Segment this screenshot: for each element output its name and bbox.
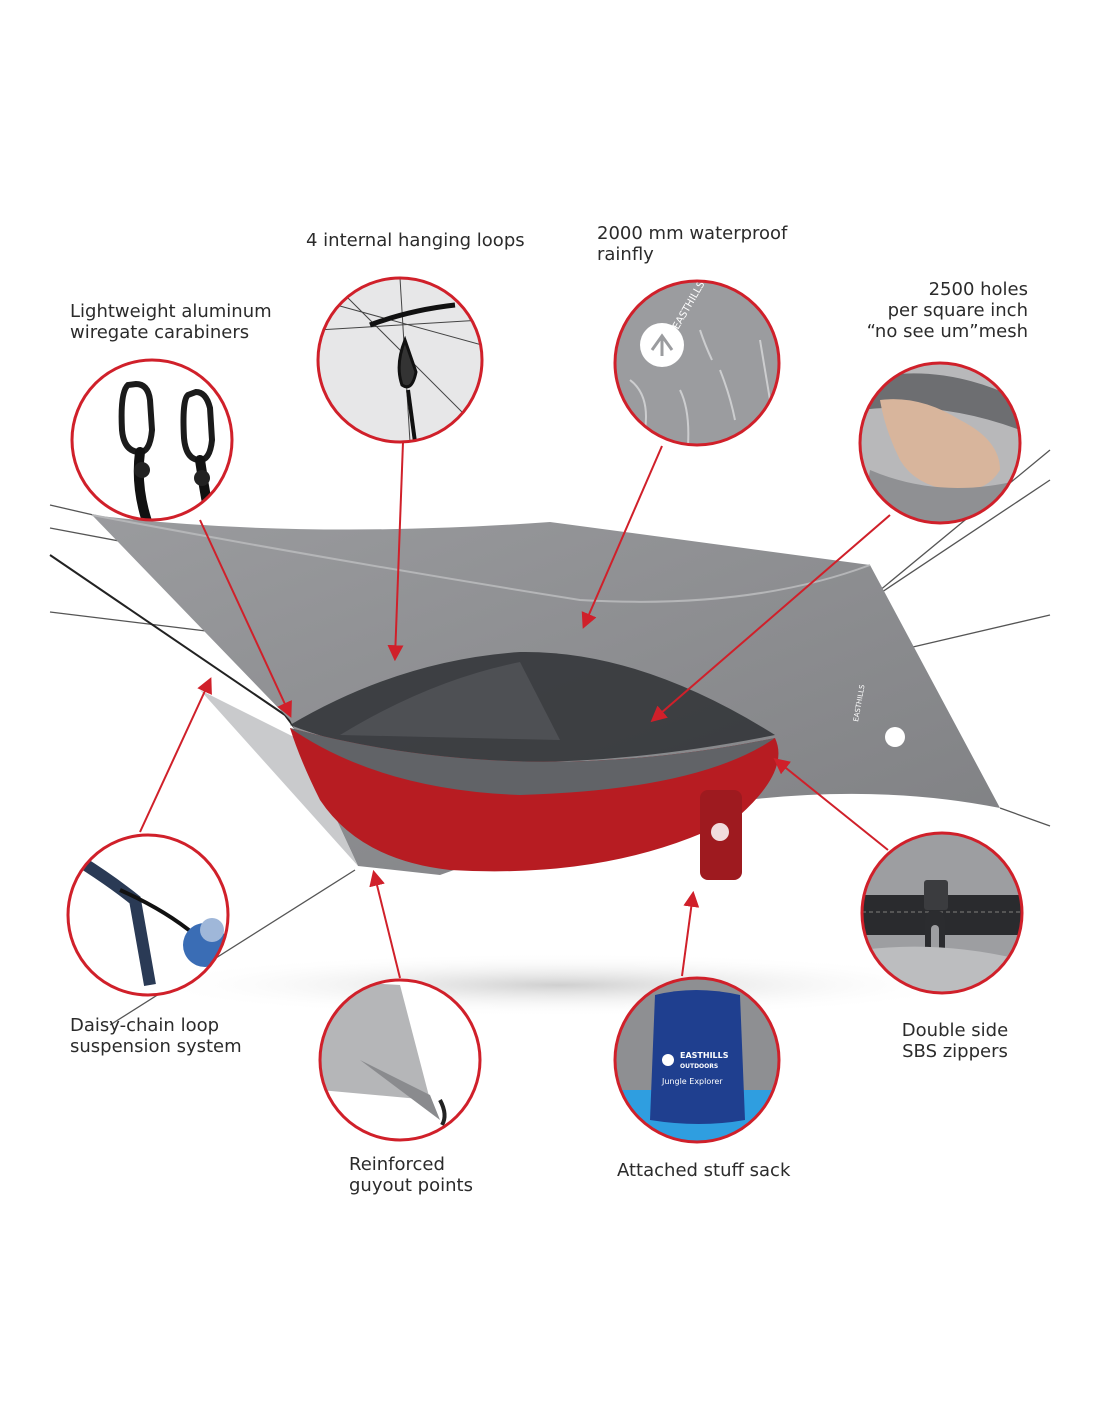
label-stuff-sack-line-1: Attached stuff sack (617, 1160, 791, 1181)
label-guyout-line-2: guyout points (349, 1175, 473, 1196)
label-rainfly: 2000 mm waterproof rainfly (597, 223, 787, 265)
sack-brand-line1: EASTHILLS (680, 1051, 729, 1060)
rainfly-ridge (91, 514, 871, 603)
sack-product-name: Jungle Explorer (661, 1077, 723, 1086)
rainfly-underside (200, 690, 358, 866)
label-guyout-line-1: Reinforced (349, 1154, 445, 1175)
arrow-guyout (369, 869, 401, 979)
label-zippers: Double side SBS zippers (885, 1020, 1025, 1062)
rainfly-detail-circle: EASTHILLS (613, 279, 781, 447)
label-mesh-line-2: per square inch (887, 300, 1028, 321)
label-mesh-line-1: 2500 holes (928, 279, 1028, 300)
stuff-sack-detail-circle: EASTHILLS OUTDOORS Jungle Explorer (613, 976, 781, 1144)
arrow-stuff-sack (681, 890, 700, 977)
hammock-gray-rim (290, 728, 775, 795)
daisy-chain-detail-circle (66, 833, 230, 997)
callout-arrows (139, 441, 891, 979)
label-rainfly-line-1: 2000 mm waterproof (597, 223, 788, 244)
label-carabiners-line-2: wiregate carabiners (70, 322, 250, 343)
label-rainfly-line-2: rainfly (597, 244, 654, 265)
label-carabiners-line-1: Lightweight aluminum (70, 301, 272, 322)
arrow-carabiners (199, 519, 292, 718)
guy-lines (49, 449, 1051, 1026)
guyout-detail-circle (318, 978, 482, 1142)
label-zippers-line-1: Double side (901, 1020, 1009, 1041)
label-guyout: Reinforced guyout points (349, 1154, 473, 1196)
arrow-daisy-chain (139, 677, 212, 833)
ground-shadow (140, 953, 980, 1017)
carabiner-detail-circle (70, 358, 234, 522)
arrow-mesh (650, 514, 891, 723)
mesh-detail-circle (858, 361, 1022, 525)
arrow-rainfly (581, 445, 663, 629)
label-daisy-chain-line-1: Daisy-chain loop (70, 1015, 220, 1036)
label-carabiners: Lightweight aluminum wiregate carabiners (70, 301, 272, 343)
label-zippers-line-2: SBS zippers (902, 1041, 1008, 1062)
label-mesh: 2500 holes per square inch “no see um”me… (867, 279, 1028, 342)
sack-brand-line2: OUTDOORS (680, 1063, 718, 1070)
label-stuff-sack: Attached stuff sack (617, 1160, 790, 1181)
label-hanging-loops-line-1: 4 internal hanging loops (306, 230, 525, 251)
hanging-loop-detail-circle (316, 276, 484, 444)
arrow-hanging-loops (387, 441, 404, 662)
tarp-logo-icon (885, 727, 905, 747)
label-hanging-loops: 4 internal hanging loops (306, 230, 525, 251)
label-mesh-line-3: “no see um”mesh (866, 321, 1028, 342)
arrow-zippers (773, 757, 889, 851)
label-daisy-chain-line-2: suspension system (70, 1036, 242, 1057)
hammock (290, 651, 779, 880)
label-daisy-chain: Daisy-chain loop suspension system (70, 1015, 242, 1057)
